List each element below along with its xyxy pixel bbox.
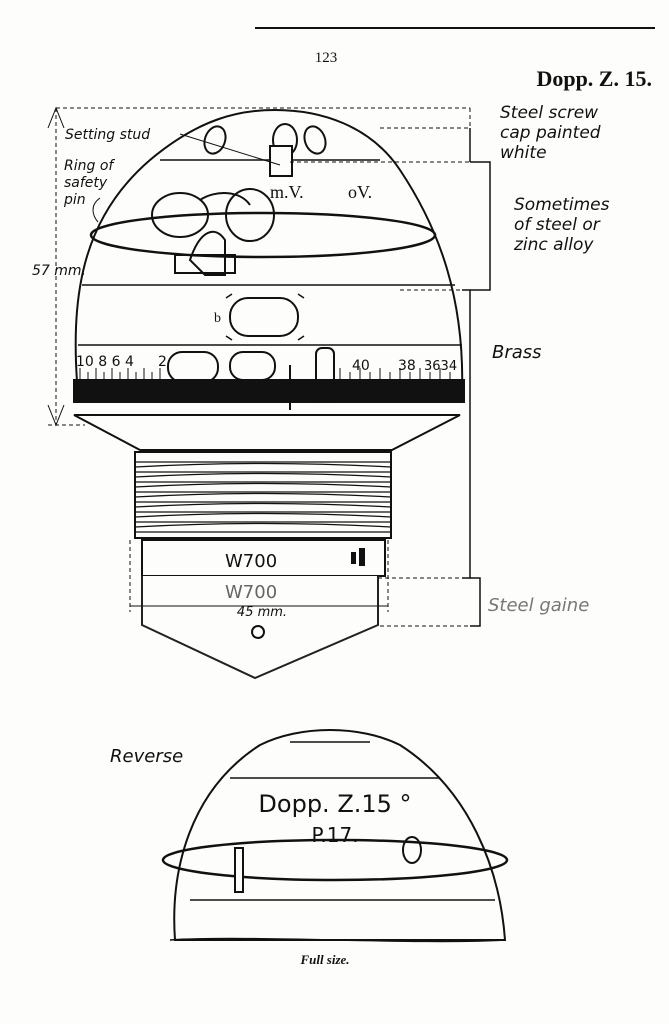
mark-ov: oV. <box>348 182 372 202</box>
page-title: Dopp. Z. 15. <box>536 66 652 91</box>
label-sometimes-3: zinc alloy <box>513 235 594 255</box>
mark-b: b <box>214 311 221 326</box>
bracket-lines <box>47 106 491 627</box>
fuze-reverse <box>161 729 509 943</box>
mark-w700-upper: W700 <box>225 551 277 572</box>
label-sometimes-1: Sometimes <box>514 195 610 215</box>
label-ring-3: pin <box>63 192 86 208</box>
reverse-line1: Dopp. Z.15 ° <box>258 790 411 818</box>
label-brass: Brass <box>492 342 542 363</box>
fuze-main <box>73 108 465 680</box>
page-number: 123 <box>315 50 338 66</box>
label-sometimes-2: of steel or <box>514 215 601 235</box>
leader-lines <box>92 133 281 223</box>
label-steel-cap-2: cap painted <box>500 123 601 143</box>
label-steel-gaine: Steel gaine <box>488 595 589 616</box>
dimension-lines <box>48 107 471 627</box>
label-ring-1: Ring of <box>64 158 115 174</box>
scale-36: 3634 <box>424 359 457 374</box>
scale-two: 2 <box>158 354 167 370</box>
scale-left: 10 8 6 4 <box>76 354 134 370</box>
label-reverse: Reverse <box>110 746 183 767</box>
mark-w700-lower: W700 <box>225 582 277 603</box>
scale-40: 40 <box>352 358 370 374</box>
reverse-line2: P.17. <box>311 823 358 847</box>
scale-38: 38 <box>398 358 416 374</box>
label-45mm: 45 mm. <box>237 605 287 620</box>
label-steel-cap-3: white <box>500 143 547 163</box>
label-57mm: 57 mm. <box>32 263 86 279</box>
label-ring-2: safety <box>64 175 108 191</box>
scale-band <box>73 379 465 403</box>
label-setting-stud: Setting stud <box>65 127 150 143</box>
label-steel-cap-1: Steel screw <box>500 103 598 123</box>
caption-full-size: Full size. <box>299 952 349 967</box>
mark-mv: m.V. <box>270 182 304 202</box>
